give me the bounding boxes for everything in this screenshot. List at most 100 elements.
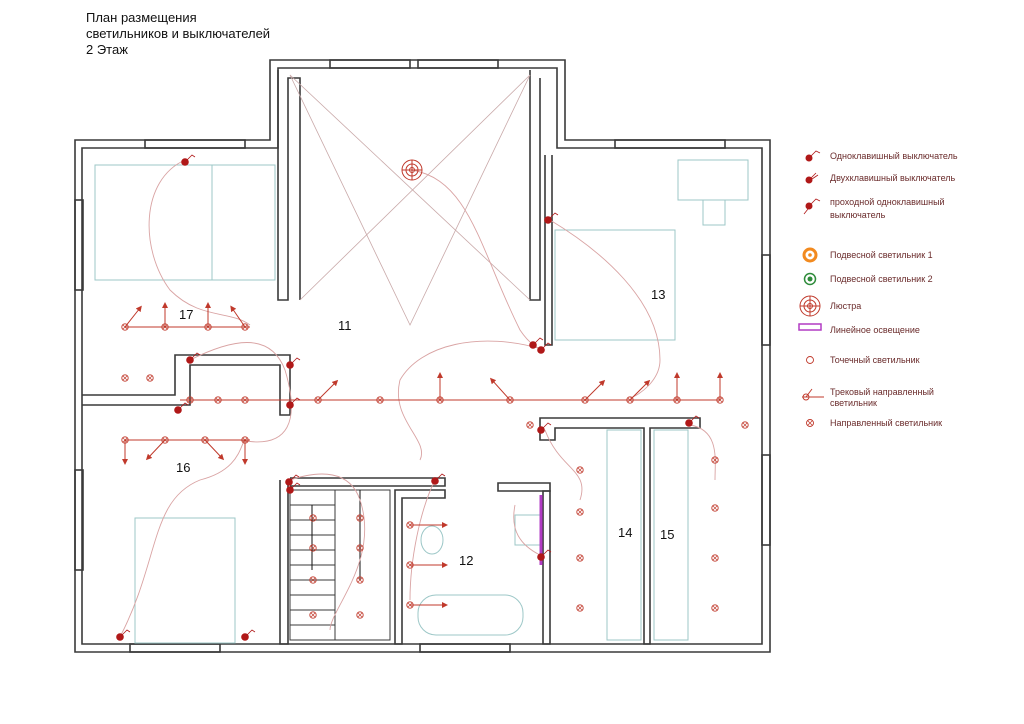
spot-light-icon: [309, 514, 317, 522]
directional-light: [584, 379, 606, 401]
spot-light-icon: [406, 521, 414, 529]
walls: [74, 59, 771, 653]
directional-light: [124, 305, 142, 328]
spot-light-icon: [214, 396, 222, 404]
spot-light-icon: [581, 396, 589, 404]
bathtub: [417, 594, 524, 636]
interior-wall: [290, 477, 446, 487]
spot-light-icon: [711, 504, 719, 512]
window: [129, 643, 221, 653]
spot-light-icon: [626, 396, 634, 404]
room-label-11: 11: [338, 318, 352, 333]
room-label-17: 17: [179, 307, 193, 322]
chandelier-icon: [401, 159, 423, 181]
window: [761, 254, 771, 346]
switches: [116, 154, 700, 641]
spot-light-icon: [309, 611, 317, 619]
room-label-15: 15: [660, 527, 674, 542]
room-label-14: 14: [618, 525, 632, 540]
spot-light-icon: [711, 604, 719, 612]
spot-light-icon: [376, 396, 384, 404]
spot-light-icon: [201, 436, 209, 444]
window: [329, 59, 411, 69]
spot-light-icon: [241, 396, 249, 404]
window: [74, 199, 84, 291]
switch-icon: [174, 402, 189, 414]
spot-light-icon: [356, 544, 364, 552]
chair: [702, 199, 726, 226]
spot-light-icon: [314, 396, 322, 404]
outer-wall: [74, 59, 771, 653]
switch-icon: [537, 342, 552, 354]
title-line-1: План размещения: [86, 10, 197, 25]
directional-light: [204, 439, 225, 461]
switch-icon: [116, 629, 131, 641]
wardrobe: [677, 159, 749, 201]
track-arrows: [122, 302, 723, 608]
directional-light: [145, 439, 166, 461]
sink: [514, 514, 541, 546]
bed-right: [554, 229, 676, 341]
spot-light-icon: [241, 323, 249, 331]
bed-top-left: [94, 164, 276, 281]
switch-icon: [537, 549, 552, 561]
window: [614, 139, 726, 149]
spot-light-icon: [356, 576, 364, 584]
switch-icon: [529, 337, 544, 349]
spot-light-icon: [146, 374, 154, 382]
spot-light-icon: [406, 601, 414, 609]
toilet: [420, 525, 444, 555]
spot-light-icon: [161, 436, 169, 444]
spot-light-icon: [576, 554, 584, 562]
switch-icon: [685, 415, 700, 427]
spot-light-icon: [356, 611, 364, 619]
spot-light-icon: [121, 374, 129, 382]
window: [74, 469, 84, 571]
interior-wall: [394, 489, 446, 645]
switch-icon: [544, 212, 559, 224]
bed-bottom-left: [134, 517, 236, 644]
wardrobe-14: [606, 429, 642, 641]
spot-light-icon: [711, 456, 719, 464]
directional-light: [230, 305, 246, 328]
spot-light-icon: [576, 466, 584, 474]
title-line-3: 2 Этаж: [86, 42, 128, 57]
switch-icon: [537, 422, 552, 434]
spot-light-icon: [716, 396, 724, 404]
spot-light-icon: [356, 514, 364, 522]
spot-light-icon: [711, 554, 719, 562]
spot-light-icon: [576, 508, 584, 516]
spot-light-icon: [241, 436, 249, 444]
plan-title: План размещения светильников и выключате…: [86, 10, 270, 58]
interior-wall: [497, 482, 551, 492]
interior-wall: [82, 354, 291, 416]
window: [417, 59, 499, 69]
room-label-16: 16: [176, 460, 190, 475]
ceiling-lines: [289, 74, 531, 326]
spot-light-icon: [161, 323, 169, 331]
switch-icon: [186, 352, 201, 364]
spot-light-icon: [309, 544, 317, 552]
directional-light: [489, 377, 511, 401]
spot-light-icon: [406, 561, 414, 569]
directional-light: [629, 379, 651, 401]
interior-wall: [279, 480, 289, 645]
interior-wall: [529, 70, 541, 301]
directional-light: [317, 379, 339, 401]
window: [419, 643, 511, 653]
spot-light-icon: [576, 604, 584, 612]
furniture: [94, 159, 749, 644]
interior-wall: [277, 70, 301, 301]
switch-icon: [241, 629, 256, 641]
stairs: [289, 489, 391, 641]
spot-light-icon: [186, 396, 194, 404]
switch-icon: [431, 473, 446, 485]
interior-wall: [542, 490, 551, 645]
spot-light-icon: [309, 576, 317, 584]
room-label-13: 13: [651, 287, 665, 302]
tracks: [125, 326, 720, 606]
interior-wall: [544, 155, 553, 346]
switch-icon: [285, 474, 300, 486]
switch-icon: [286, 482, 301, 494]
